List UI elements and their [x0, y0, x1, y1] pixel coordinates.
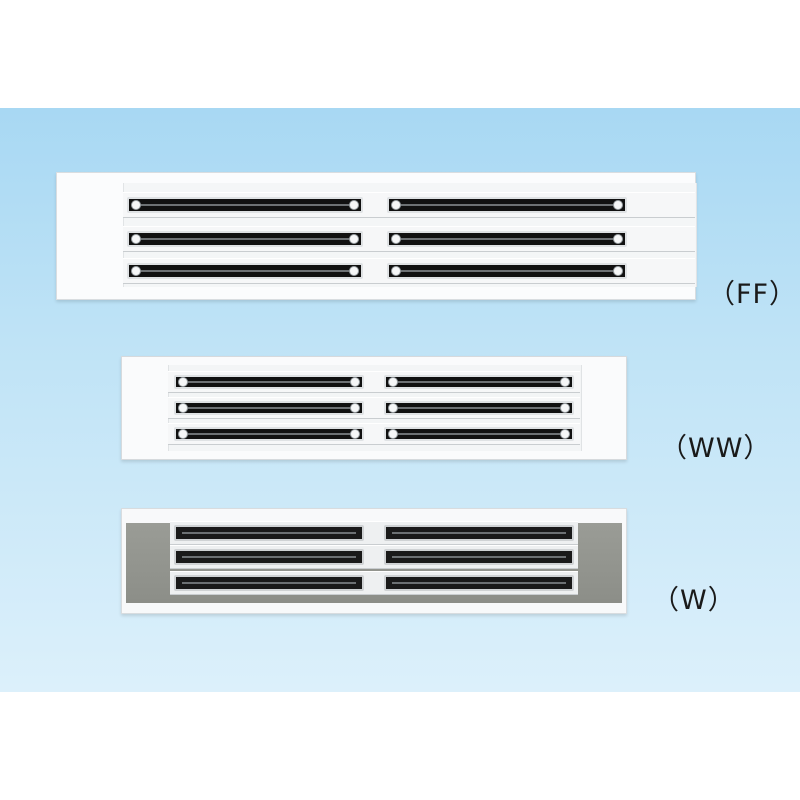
air-slot	[387, 263, 627, 279]
air-slot	[174, 525, 364, 541]
label-ff: （FF）	[708, 279, 798, 310]
air-slot	[387, 231, 627, 247]
air-slot	[127, 231, 363, 247]
air-slot	[384, 375, 574, 389]
slot-end-cap	[349, 200, 359, 210]
diffuser-ww-image	[121, 356, 627, 460]
slot-end-cap	[613, 200, 623, 210]
slot-end-cap	[388, 377, 398, 387]
slot-end-cap	[350, 377, 360, 387]
slot-end-cap	[349, 266, 359, 276]
slot-end-cap	[178, 377, 188, 387]
diffuser-w-image	[121, 508, 627, 614]
air-slot	[384, 525, 574, 541]
slot-end-cap	[560, 377, 570, 387]
air-slot	[384, 575, 574, 591]
air-slot	[387, 197, 627, 213]
slot-end-cap	[131, 200, 141, 210]
air-slot	[174, 575, 364, 591]
label-ww: （WW）	[660, 433, 772, 464]
slot-end-cap	[613, 234, 623, 244]
air-slot	[384, 427, 574, 441]
slot-end-cap	[560, 403, 570, 413]
air-slot	[174, 549, 364, 565]
air-slot	[127, 263, 363, 279]
slot-end-cap	[349, 234, 359, 244]
slot-end-cap	[178, 403, 188, 413]
slot-end-cap	[391, 200, 401, 210]
slot-end-cap	[388, 429, 398, 439]
slot-end-cap	[178, 429, 188, 439]
slot-end-cap	[560, 429, 570, 439]
slot-end-cap	[391, 234, 401, 244]
air-slot	[174, 401, 364, 415]
air-slot	[174, 375, 364, 389]
air-slot	[384, 401, 574, 415]
air-slot	[384, 549, 574, 565]
air-slot	[174, 427, 364, 441]
slot-end-cap	[391, 266, 401, 276]
slot-end-cap	[613, 266, 623, 276]
air-slot	[127, 197, 363, 213]
slot-end-cap	[131, 234, 141, 244]
slot-end-cap	[350, 403, 360, 413]
slot-end-cap	[388, 403, 398, 413]
diffuser-ff-image	[56, 172, 697, 300]
label-w: （W）	[652, 585, 736, 616]
slot-end-cap	[131, 266, 141, 276]
slot-end-cap	[350, 429, 360, 439]
